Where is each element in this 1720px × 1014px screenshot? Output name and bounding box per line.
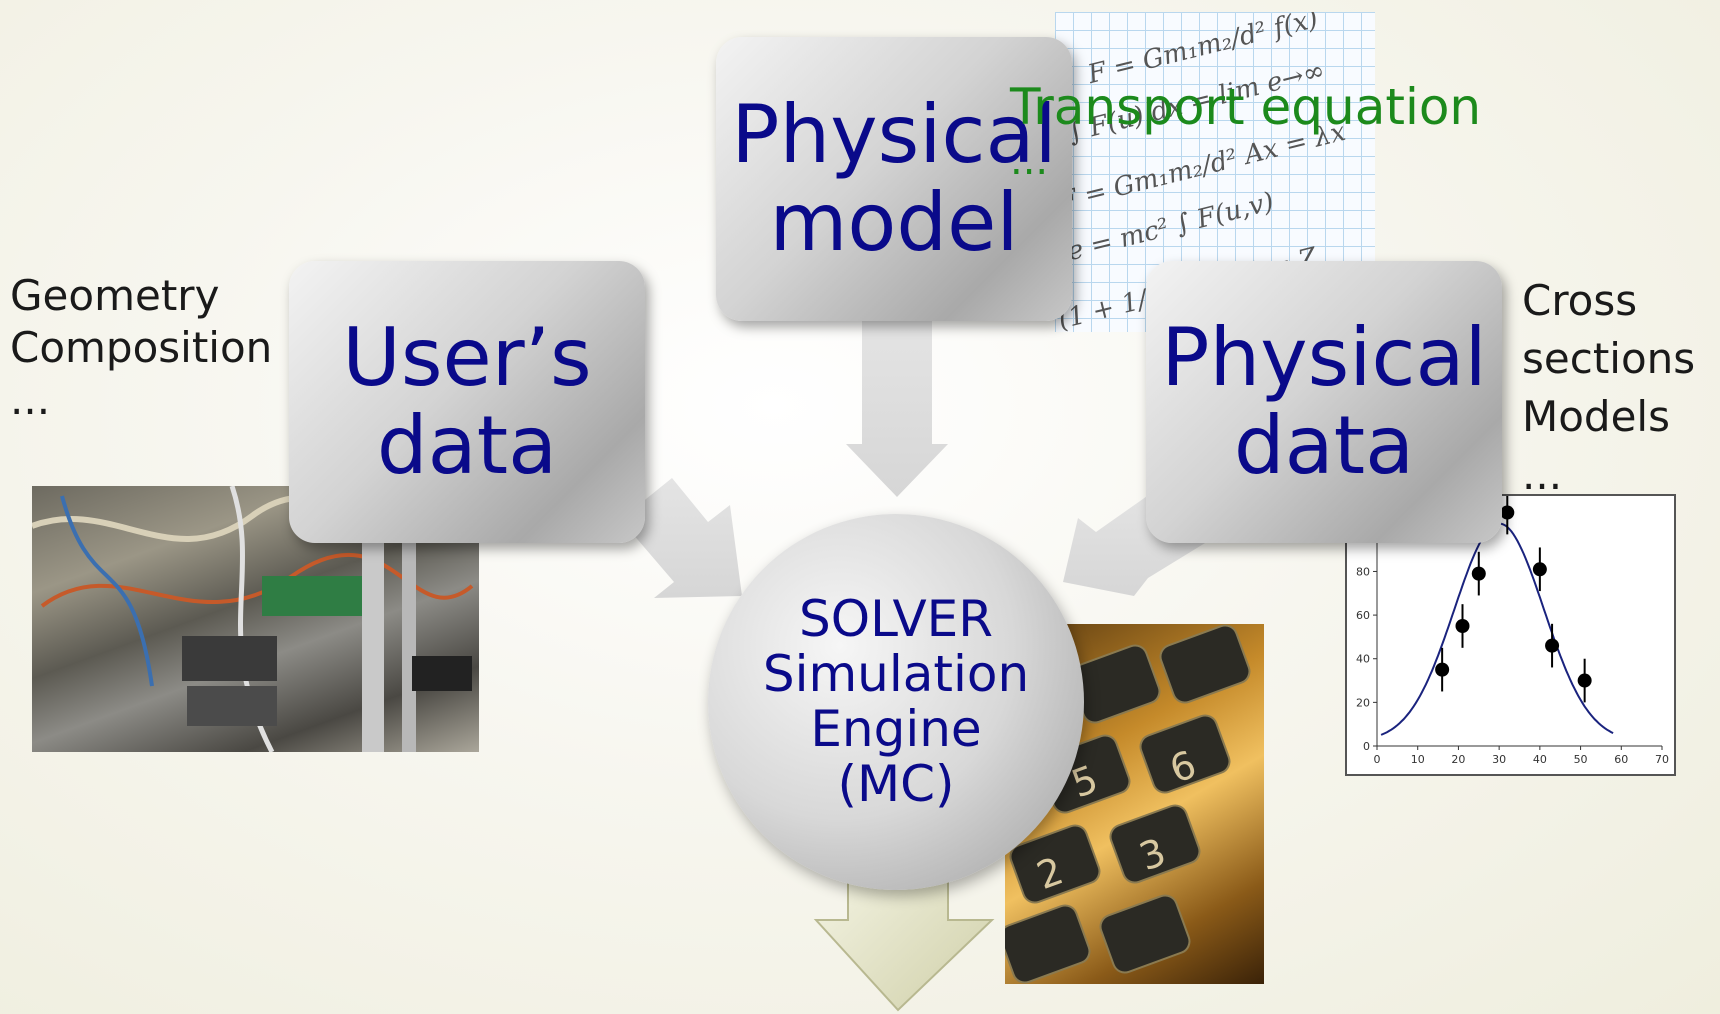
- x-tick-label: 40: [1533, 753, 1547, 766]
- data-point: [1471, 566, 1486, 581]
- arrow-user-to-solver: [620, 478, 742, 598]
- data-point: [1545, 638, 1560, 653]
- physical-data-label: Physical data: [1161, 311, 1487, 492]
- right-label-line: Models: [1522, 392, 1670, 441]
- x-tick-label: 50: [1574, 753, 1588, 766]
- data-point: [1500, 505, 1515, 520]
- right-label: Cross sections Models ...: [1522, 272, 1695, 504]
- left-label: Geometry Composition ...: [10, 270, 272, 426]
- physical-data-box: Physical data: [1146, 261, 1502, 543]
- users-data-label: User’s data: [342, 311, 592, 492]
- right-label-line: sections: [1522, 334, 1696, 383]
- x-tick-label: 0: [1374, 753, 1381, 766]
- y-tick-label: 20: [1356, 696, 1370, 709]
- left-label-line: Geometry: [10, 271, 220, 320]
- solver-circle: SOLVER Simulation Engine (MC): [708, 514, 1084, 890]
- transport-equation-label: Transport equation: [1010, 78, 1482, 136]
- y-tick-label: 60: [1356, 609, 1370, 622]
- x-tick-label: 60: [1614, 753, 1628, 766]
- y-tick-label: 0: [1363, 740, 1370, 753]
- data-point: [1577, 673, 1592, 688]
- users-data-box: User’s data: [289, 261, 645, 543]
- solver-label: SOLVER Simulation Engine (MC): [762, 590, 1030, 813]
- physical-model-box: Physical model: [716, 37, 1072, 321]
- data-plot: 010203040506070020406080100: [1345, 494, 1676, 776]
- transport-equation-ellipsis: ...: [1010, 138, 1049, 184]
- arrow-model-to-solver: [846, 318, 948, 497]
- x-tick-label: 10: [1411, 753, 1425, 766]
- y-tick-label: 40: [1356, 653, 1370, 666]
- x-tick-label: 20: [1451, 753, 1465, 766]
- x-tick-label: 30: [1492, 753, 1506, 766]
- lab-photo: [32, 486, 479, 752]
- y-tick-label: 80: [1356, 565, 1370, 578]
- x-tick-label: 70: [1655, 753, 1669, 766]
- left-label-line: Composition: [10, 323, 273, 372]
- right-label-line: ...: [1522, 450, 1563, 499]
- right-label-line: Cross: [1522, 276, 1638, 325]
- data-point: [1455, 619, 1470, 633]
- left-label-line: ...: [10, 375, 51, 424]
- data-point: [1435, 662, 1450, 677]
- physical-model-label: Physical model: [731, 88, 1057, 269]
- data-point: [1532, 562, 1547, 577]
